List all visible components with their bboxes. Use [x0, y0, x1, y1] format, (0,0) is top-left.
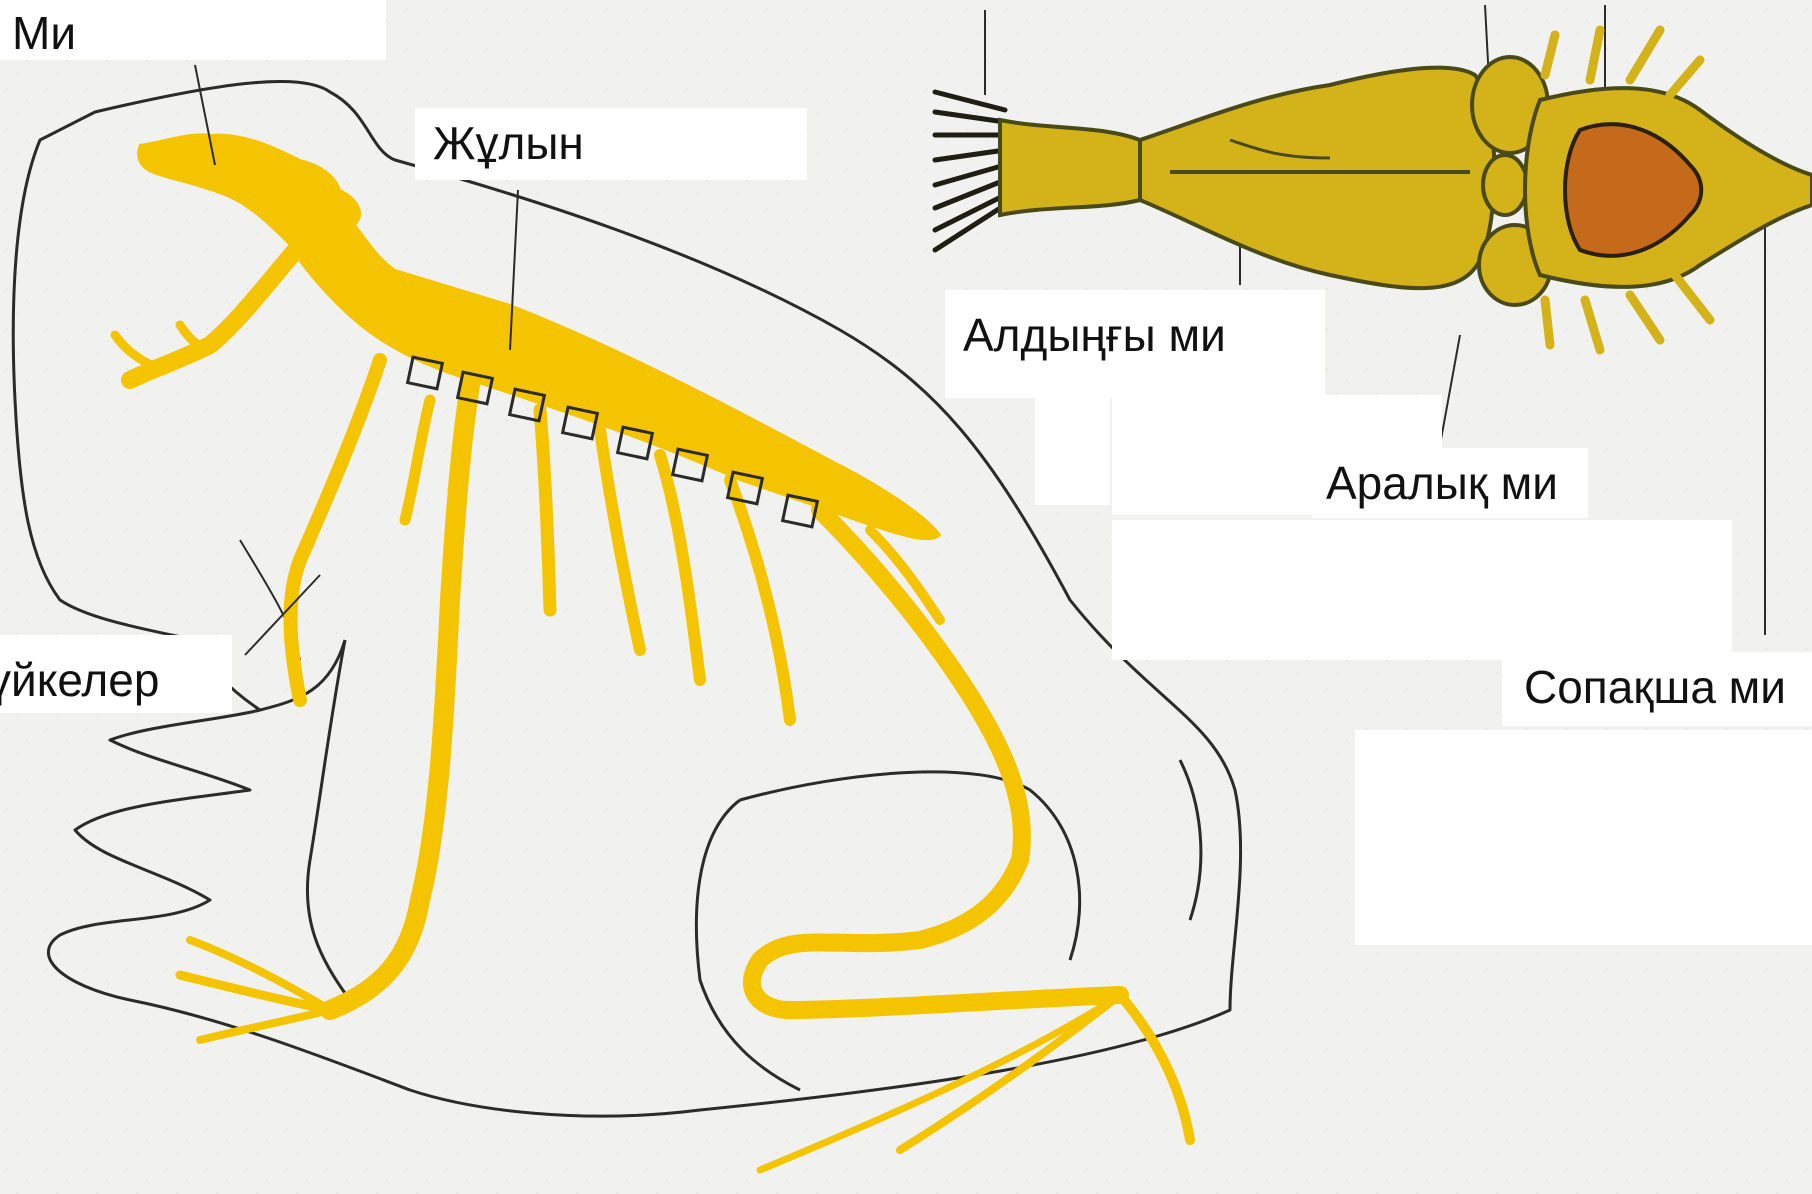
label-forebrain: Алдыңғы ми	[945, 290, 1325, 398]
label-nerve-nodes: үйкелер	[0, 635, 232, 713]
blank-box	[1035, 395, 1110, 505]
label-diencephalon: Аралық ми	[1312, 448, 1588, 518]
label-medulla: Сопақша ми	[1502, 652, 1812, 726]
label-spinal-cord: Жұлын	[415, 108, 807, 180]
blank-box	[1112, 520, 1732, 660]
label-brain: Ми	[0, 0, 386, 60]
blank-box	[1355, 730, 1812, 945]
